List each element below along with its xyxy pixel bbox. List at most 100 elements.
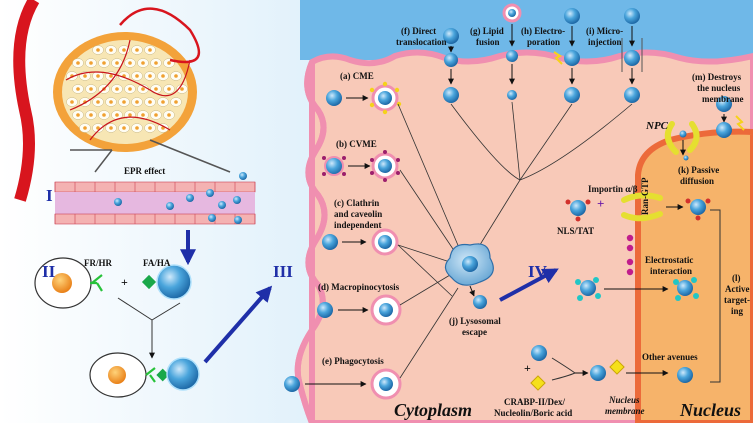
label-c-3: independent	[334, 220, 382, 230]
label-plus-1: +	[121, 275, 128, 289]
tumor-cell-nucleus	[109, 74, 113, 78]
tumor-cell-nucleus	[96, 100, 100, 104]
np-destroy	[716, 96, 732, 112]
nls-peptides	[565, 199, 591, 222]
label-g-2: fusion	[476, 37, 500, 47]
other-merge	[551, 357, 576, 381]
tumor-cell-nucleus	[109, 100, 113, 104]
tumor-cell-nucleus	[70, 100, 74, 104]
tumor-cell-nucleus	[174, 74, 178, 78]
bound-receptor-icon	[145, 367, 156, 383]
tumor-cell-nucleus	[167, 87, 171, 91]
tumor-cell-nucleus	[89, 87, 93, 91]
lightning-icon	[735, 115, 745, 131]
label-c-1: (c) Clathrin	[334, 198, 380, 208]
nucleus-body	[635, 128, 753, 426]
label-plus-2: +	[597, 196, 605, 211]
bound-nanoparticle	[166, 357, 200, 391]
tumor-cell-nucleus	[148, 126, 152, 130]
tumor-cell-nucleus	[115, 87, 119, 91]
np-passive-inside	[683, 155, 689, 161]
charges-cyan	[575, 277, 601, 301]
tumor-cell-nucleus	[76, 61, 80, 65]
np-cvme-outside	[324, 156, 344, 176]
tumor-cell-nucleus	[161, 74, 165, 78]
label-nucleus: Nucleus	[680, 400, 742, 420]
tumor-cell-nucleus	[122, 100, 126, 104]
caveolin-dots-2	[370, 150, 400, 182]
label-crabp-2: Nucleolin/Boric acid	[494, 408, 573, 418]
label-other: Other avenues	[642, 352, 698, 362]
label-macro: (d) Macropinocytosis	[318, 282, 400, 292]
nls-peptides-nucleus	[685, 198, 711, 221]
tumor-cell-nucleus	[96, 48, 100, 52]
tumor-cell-nucleus	[135, 100, 139, 104]
label-nucleus-membrane-1: Nucleus	[609, 395, 640, 405]
label-i-1: (i) Micro-	[586, 26, 624, 36]
nanoparticle-large	[156, 264, 192, 300]
route-electroporation	[553, 8, 580, 103]
np-phago-inside	[379, 377, 393, 391]
np-passive	[679, 130, 687, 138]
charges-magenta	[626, 234, 634, 276]
label-fr-hr: FR/HR	[84, 258, 112, 268]
label-g-1: (g) Lipid	[470, 26, 504, 36]
label-m-3: membrane	[702, 94, 744, 104]
label-f-1: (f) Direct	[401, 26, 437, 36]
epr-nanoparticles	[114, 172, 247, 224]
tumor-cell-nucleus	[128, 113, 132, 117]
label-cytoplasm: Cytoplasm	[394, 400, 473, 420]
label-l-3: target-	[724, 295, 750, 305]
np-electro	[580, 280, 596, 296]
label-k-2: diffusion	[680, 176, 715, 186]
np-other-nucleus	[677, 367, 693, 383]
label-k-1: (k) Passive	[678, 165, 720, 175]
ligand-icon	[141, 274, 157, 290]
label-h-2: poration	[527, 37, 561, 47]
zoom-line-1	[94, 149, 113, 173]
lysosome-np	[462, 256, 478, 272]
ligand-diamond	[530, 375, 546, 391]
label-m-1: (m) Destroys	[692, 72, 742, 82]
tumor-cell-nucleus	[148, 48, 152, 52]
tumor-cell-nucleus	[161, 100, 165, 104]
arrow-iii-to-iv	[499, 268, 559, 302]
roman-iv: IV	[528, 262, 547, 281]
tumor-vessels	[65, 39, 191, 141]
np-macro-inside	[379, 303, 393, 317]
label-plus-3: +	[524, 361, 531, 375]
tumor-cell-nucleus	[83, 126, 87, 130]
tumor-cell-nucleus	[128, 61, 132, 65]
roman-iii: III	[273, 262, 293, 281]
arrow-escape	[469, 285, 475, 297]
tumor-cell-nucleus	[180, 87, 184, 91]
label-l-2: Active	[725, 284, 750, 294]
np-cvme-inside	[378, 159, 392, 173]
label-ran-gtp: Ran-GTP	[640, 177, 650, 215]
tumor-cell-nucleus	[135, 74, 139, 78]
bound-cell-nucleus	[108, 366, 126, 384]
npc-pore-left	[664, 121, 679, 155]
np-independent-outside	[322, 234, 338, 250]
label-importin: Importin α/β	[588, 184, 638, 194]
tumor-cell-nucleus	[174, 100, 178, 104]
membrane-left-edge	[294, 60, 328, 425]
np-electro-nucleus	[677, 280, 693, 296]
blood-vessel	[13, 0, 40, 202]
roman-i: I	[46, 186, 53, 205]
active-targeting-bracket	[710, 209, 721, 383]
escaped-np	[473, 295, 487, 309]
top-converging-lines	[450, 101, 633, 249]
np-other-bound	[590, 365, 606, 381]
receptor-icon	[90, 274, 103, 292]
tumor-cell-nucleus	[96, 74, 100, 78]
label-i-2: injection	[588, 37, 622, 47]
label-c-2: and caveolin	[334, 209, 383, 219]
vessel-wall	[54, 181, 256, 225]
tumor-cell-nucleus	[154, 87, 158, 91]
tumor-cell-nucleus	[109, 48, 113, 52]
tumor-cell-nucleus	[148, 74, 152, 78]
tumor-cell-nucleus	[102, 113, 106, 117]
ligand-diamond-2	[609, 359, 625, 375]
